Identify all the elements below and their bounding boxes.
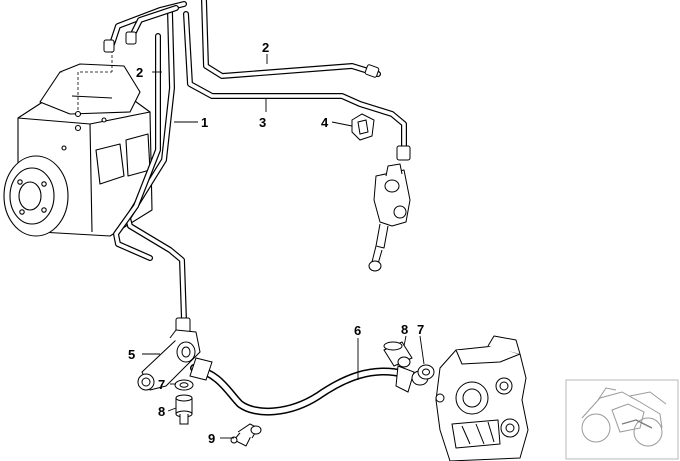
callout-8-left: 8: [158, 404, 165, 419]
callout-3: 3: [259, 115, 266, 130]
callout-7-left: 7: [158, 377, 165, 392]
brake-hose-6[interactable]: [190, 364, 408, 416]
callout-2-top: 2: [262, 40, 269, 55]
callout-2-left: 2: [136, 65, 143, 80]
part-5-bracket[interactable]: [137, 329, 201, 391]
rear-brake-caliper[interactable]: [435, 335, 529, 461]
abs-hydraulic-unit[interactable]: [3, 63, 153, 237]
callout-5: 5: [128, 347, 135, 362]
part-8-bolt-right[interactable]: [383, 341, 413, 368]
brake-line-top-fittings[interactable]: [109, 1, 187, 47]
callout-7-right: 7: [417, 322, 424, 337]
part-7-washer-left[interactable]: [174, 379, 194, 391]
brake-line-1[interactable]: [125, 9, 187, 323]
callout-9: 9: [208, 431, 215, 446]
part-7-washer-right[interactable]: [417, 364, 435, 380]
callout-numbers: 2 2 1 3 4 6 8 7 5 7 8 9: [128, 40, 424, 446]
part-8-bolt-left[interactable]: [175, 394, 193, 425]
brake-line-2-top[interactable]: [201, 0, 381, 79]
brake-line-2-left[interactable]: [113, 33, 161, 261]
leader-lines: [142, 54, 425, 439]
hose-end-fittings: [189, 357, 429, 393]
guide-dashed-lines: [77, 50, 113, 110]
callout-1: 1: [201, 115, 208, 130]
callout-4: 4: [321, 115, 329, 130]
part-4-clip[interactable]: [351, 113, 375, 141]
callout-6: 6: [354, 323, 361, 338]
part-9-bleed-valve[interactable]: [230, 423, 262, 447]
brake-line-3[interactable]: [183, 11, 407, 153]
rear-master-cylinder[interactable]: [368, 163, 411, 272]
callout-8-right: 8: [401, 322, 408, 337]
motorcycle-locator-thumbnail[interactable]: [565, 379, 679, 460]
